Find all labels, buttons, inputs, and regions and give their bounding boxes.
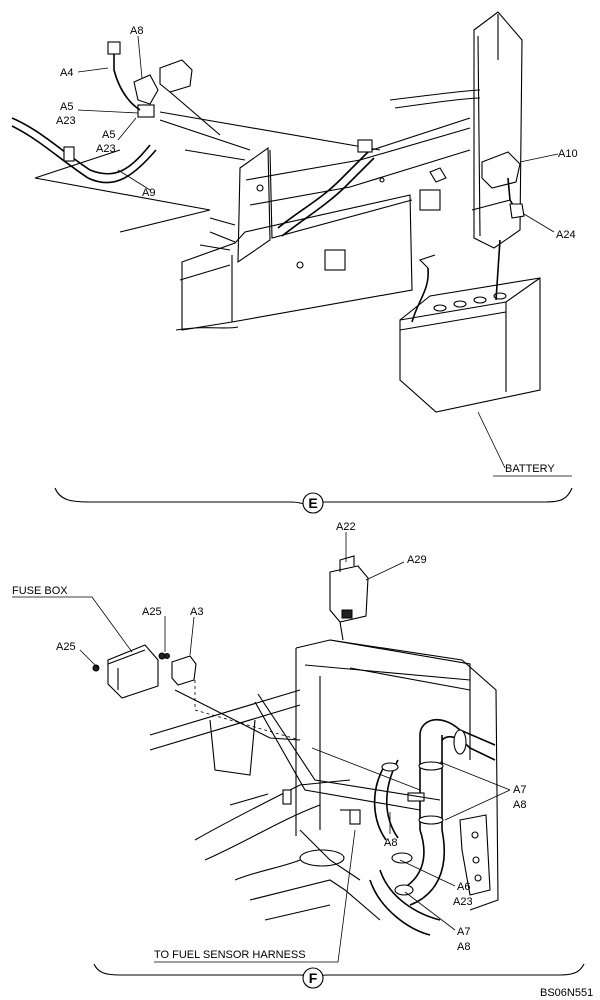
label-a29: A29 bbox=[407, 554, 427, 566]
section-f-letter: F bbox=[309, 970, 318, 986]
label-fuel-sensor-harness: TO FUEL SENSOR HARNESS bbox=[154, 949, 306, 961]
label-a3: A3 bbox=[190, 606, 203, 618]
label-a23-mid: A23 bbox=[96, 143, 116, 155]
label-a4: A4 bbox=[60, 67, 73, 79]
drawing-id: BS06N551 bbox=[540, 987, 593, 999]
label-a7-right: A7 bbox=[513, 784, 526, 796]
label-a8-right: A8 bbox=[513, 799, 526, 811]
label-a25-upper: A25 bbox=[142, 606, 162, 618]
label-a23-top: A23 bbox=[56, 115, 76, 127]
label-a25-left: A25 bbox=[56, 641, 76, 653]
label-a24: A24 bbox=[556, 229, 576, 241]
label-a23: A23 bbox=[453, 896, 473, 908]
label-a6: A6 bbox=[457, 881, 470, 893]
label-battery: BATTERY bbox=[505, 463, 555, 475]
section-e-letter: E bbox=[308, 495, 317, 511]
label-a8-mid: A8 bbox=[384, 837, 397, 849]
label-a5-top: A5 bbox=[60, 101, 73, 113]
view-e-drawing bbox=[11, 11, 573, 514]
label-a8-bottom: A8 bbox=[457, 941, 470, 953]
label-fuse-box: FUSE BOX bbox=[12, 585, 68, 597]
label-a9: A9 bbox=[142, 187, 155, 199]
label-a7-bottom: A7 bbox=[457, 926, 470, 938]
label-a5-mid: A5 bbox=[102, 129, 115, 141]
view-f-drawing bbox=[12, 532, 585, 989]
label-a10: A10 bbox=[558, 148, 578, 160]
label-a22: A22 bbox=[336, 521, 356, 533]
label-a8-top: A8 bbox=[130, 25, 143, 37]
